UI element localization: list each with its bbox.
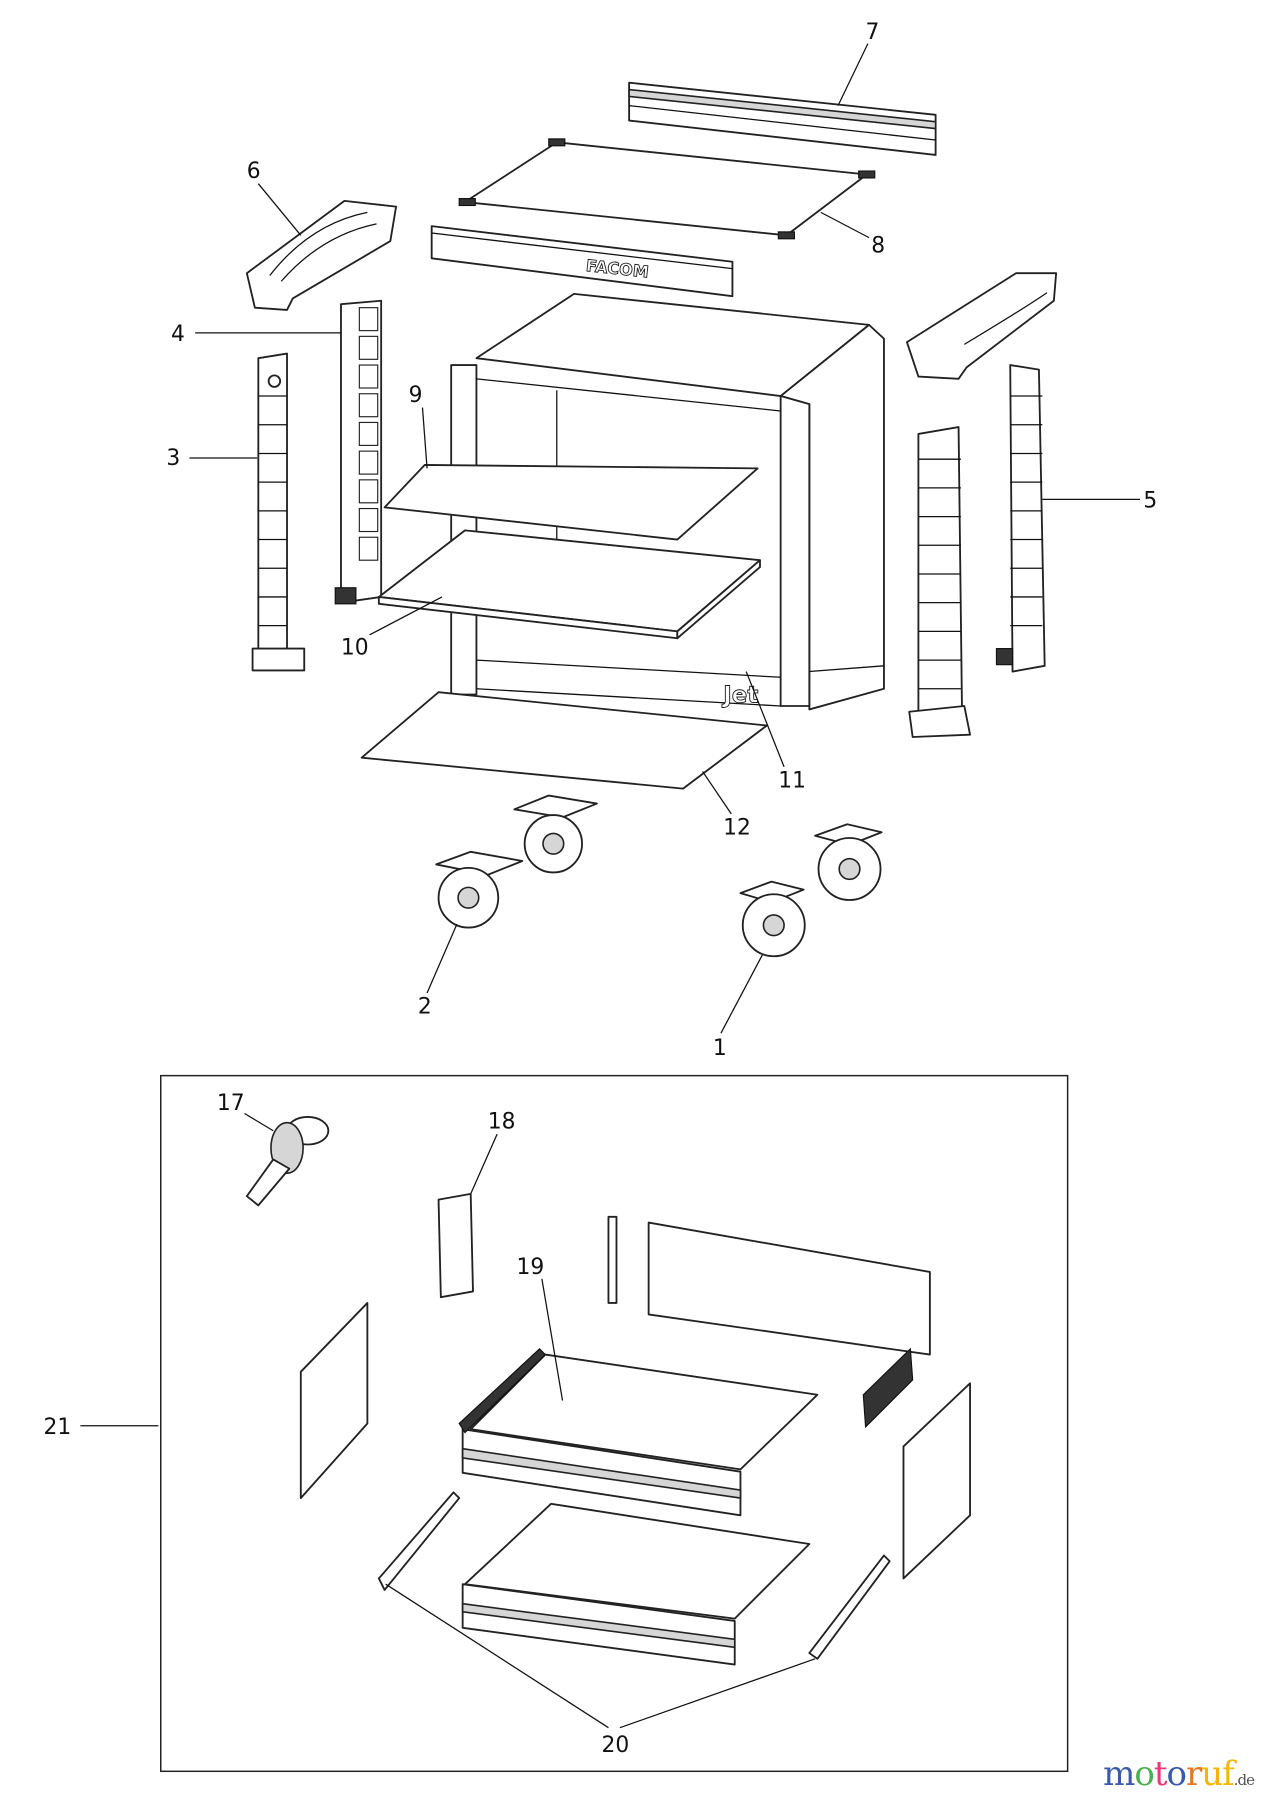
label-11: 11: [778, 769, 806, 794]
part-19-drawer: [458, 1348, 819, 1517]
part-2-swivel-casters: [435, 794, 598, 929]
watermark-letter: m: [1103, 1754, 1135, 1794]
part-12-bottom-mat: [360, 691, 768, 790]
label-8: 8: [871, 234, 885, 259]
part-21-drawer-kit-box: [159, 1074, 1069, 1773]
part-18-lock-bar: [437, 1192, 474, 1299]
part-9-shelf-mat: [383, 464, 759, 541]
part-right-corner: [908, 426, 971, 738]
jet-lettering: Jet: [721, 683, 758, 709]
part-4-left-post: [334, 299, 383, 605]
label-17: 17: [217, 1091, 245, 1116]
part-left-side-panel: [299, 1302, 369, 1500]
watermark-letter: f: [1222, 1754, 1235, 1794]
part-6-left-handle: [245, 199, 397, 311]
part-right-side-panel: [902, 1382, 971, 1580]
part-1-fixed-casters: [739, 823, 883, 958]
watermark-letter: o: [1166, 1754, 1188, 1794]
part-20-drawer-slides: [377, 1491, 891, 1660]
label-1: 1: [713, 1036, 727, 1061]
label-7: 7: [866, 20, 880, 45]
label-10: 10: [341, 635, 369, 660]
label-6: 6: [247, 159, 261, 184]
label-5: 5: [1143, 488, 1157, 513]
watermark-letter: o: [1134, 1754, 1155, 1794]
label-3: 3: [166, 446, 180, 471]
label-9: 9: [409, 383, 423, 408]
label-4: 4: [171, 322, 185, 347]
watermark-letter: u: [1201, 1754, 1223, 1794]
part-drawer-strip: [607, 1215, 618, 1304]
part-5-right-post: [995, 364, 1046, 673]
part-7-top-rail: [628, 81, 937, 156]
part-right-handle: [906, 272, 1058, 380]
label-18: 18: [488, 1109, 516, 1134]
label-19: 19: [517, 1255, 545, 1280]
part-17-lock: [245, 1116, 330, 1207]
leader-lines: [80, 43, 1140, 1729]
watermark-letter: t: [1153, 1754, 1168, 1794]
motoruf-watermark: motoruf.de: [1103, 1754, 1255, 1794]
label-2: 2: [418, 995, 432, 1020]
watermark-text: motoruf: [1103, 1754, 1235, 1794]
part-facom-rail: FACOM: [430, 225, 734, 298]
label-21: 21: [44, 1415, 72, 1440]
part-drawer-back-panel: [647, 1221, 931, 1356]
part-8-top-mat: [458, 138, 876, 240]
part-3-left-corner: [251, 352, 306, 672]
label-12: 12: [723, 816, 751, 841]
watermark-suffix: .de: [1233, 1771, 1255, 1789]
watermark-letter: r: [1185, 1754, 1202, 1794]
label-20: 20: [601, 1733, 629, 1758]
part-drawer-lower: [461, 1502, 811, 1666]
part-10-shelf: [377, 529, 761, 640]
part-drawer-logo-plate: [862, 1347, 914, 1429]
